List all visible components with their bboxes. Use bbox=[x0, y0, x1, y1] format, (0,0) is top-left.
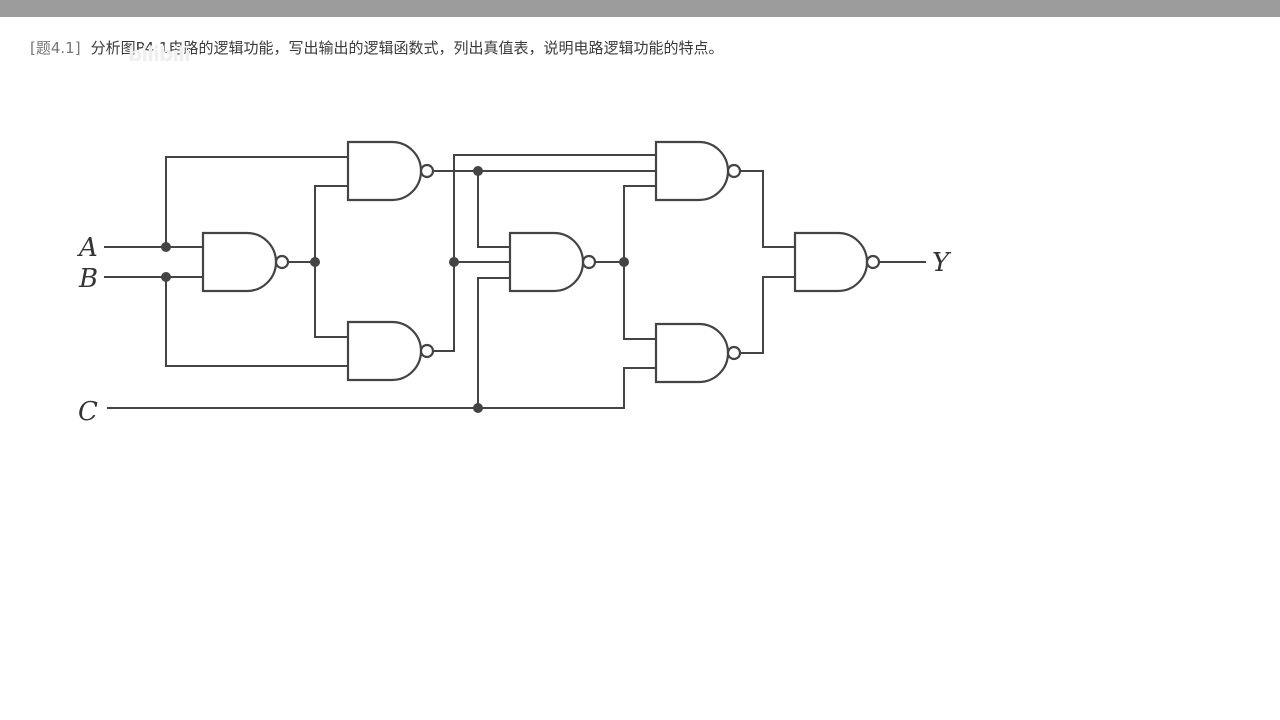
junction-b bbox=[161, 272, 171, 282]
nand-gate-6 bbox=[654, 322, 742, 384]
wire-b-to-gate3 bbox=[165, 276, 349, 367]
junction-gate1-out bbox=[310, 257, 320, 267]
top-bar bbox=[0, 0, 1280, 17]
junction-a bbox=[161, 242, 171, 252]
wire-gate2-to-gate4 bbox=[477, 170, 511, 248]
nand-gate-2 bbox=[346, 140, 435, 202]
wire-gate3-out bbox=[433, 154, 657, 352]
nand-gate-7 bbox=[793, 231, 881, 293]
label-b: B bbox=[78, 264, 98, 294]
problem-text: 分析图P4.1电路的逻辑功能，写出输出的逻辑函数式，列出真值表，说明电路逻辑功能… bbox=[90, 39, 724, 57]
wire-gate6-to-gate7 bbox=[740, 276, 796, 354]
wire-c-input bbox=[107, 367, 657, 409]
wires bbox=[104, 154, 926, 409]
junction-gate3-out bbox=[449, 257, 459, 267]
junction-c bbox=[473, 403, 483, 413]
wire-gate1-to-gate3 bbox=[314, 261, 349, 338]
label-a: A bbox=[77, 233, 98, 263]
problem-statement: [题4.1] 分析图P4.1电路的逻辑功能，写出输出的逻辑函数式，列出真值表，说明… bbox=[30, 37, 723, 58]
junctions bbox=[161, 166, 629, 413]
junction-gate4-out bbox=[619, 257, 629, 267]
nand-gate-4 bbox=[508, 231, 597, 293]
wire-gate1-to-gate2 bbox=[314, 185, 349, 263]
wire-gate4-to-gate5 bbox=[623, 185, 657, 263]
wire-c-to-gate4 bbox=[477, 277, 511, 409]
junction-gate2-out bbox=[473, 166, 483, 176]
wire-gate5-to-gate7 bbox=[740, 170, 796, 248]
nand-gate-1 bbox=[201, 231, 290, 293]
bilibili-watermark: bilibili bbox=[128, 42, 191, 66]
wire-a-to-gate2 bbox=[165, 156, 349, 248]
problem-tag: [题4.1] bbox=[30, 39, 81, 57]
nand-gate-3 bbox=[346, 320, 435, 382]
nand-gate-5 bbox=[654, 140, 742, 202]
label-c: C bbox=[78, 397, 98, 427]
wire-gate4-to-gate6 bbox=[623, 261, 657, 340]
label-y: Y bbox=[932, 248, 952, 278]
